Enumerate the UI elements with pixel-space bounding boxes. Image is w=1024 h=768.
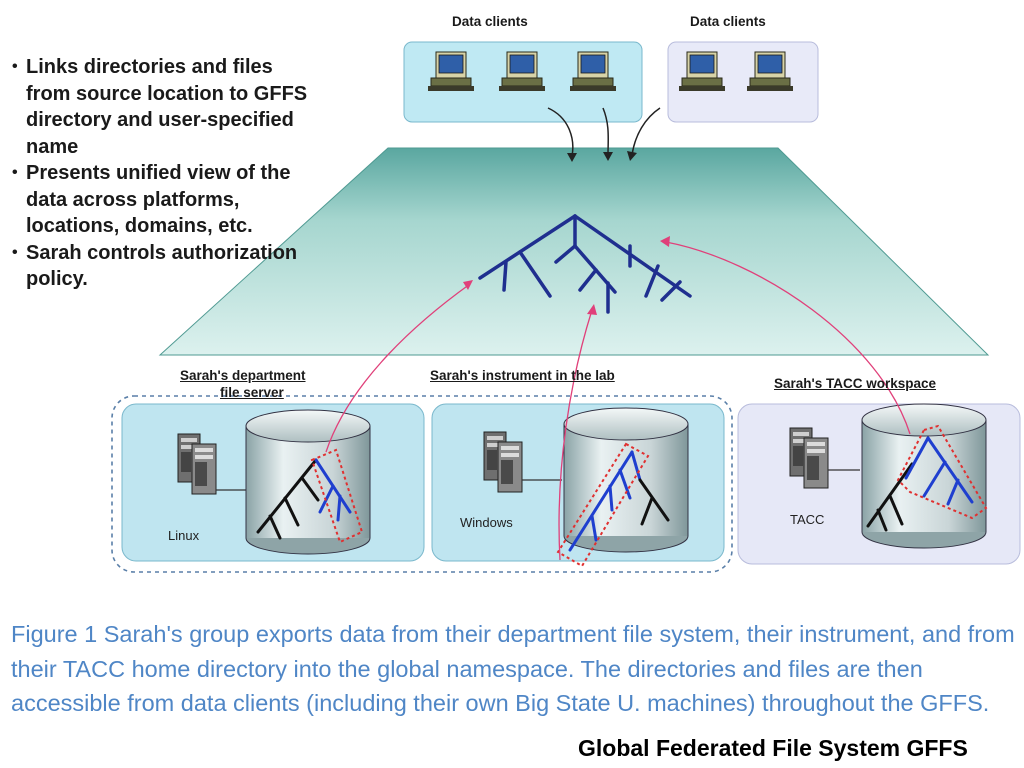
data-clients-label-right: Data clients	[690, 14, 766, 29]
figure-caption: Figure 1 Sarah's group exports data from…	[11, 621, 1015, 716]
feature-bullet-list: Links directories and files from source …	[12, 54, 322, 293]
database-cylinder-icon	[245, 409, 371, 555]
department-label: Sarah's department	[180, 368, 306, 383]
tacc-label: TACC	[790, 512, 825, 527]
directory-tree-icon	[256, 458, 352, 540]
bullet-item: Sarah controls authorization policy.	[12, 240, 322, 293]
instrument-label: Sarah's instrument in the lab	[430, 368, 615, 383]
bullet-item: Presents unified view of the data across…	[12, 160, 322, 240]
linux-label: Linux	[168, 528, 200, 543]
directory-tree-icon	[866, 436, 974, 532]
tacc-workspace-label: Sarah's TACC workspace	[774, 376, 937, 391]
global-namespace-tree	[478, 214, 692, 314]
slide-title: Global Federated File System GFFS	[578, 735, 968, 761]
department-label-line2: file server	[220, 385, 284, 400]
group-dashed-enclosure	[111, 395, 733, 573]
data-clients-label-left: Data clients	[452, 14, 528, 29]
bullet-item: Links directories and files from source …	[12, 54, 322, 160]
directory-tree-icon	[568, 450, 670, 552]
windows-label: Windows	[460, 515, 513, 530]
